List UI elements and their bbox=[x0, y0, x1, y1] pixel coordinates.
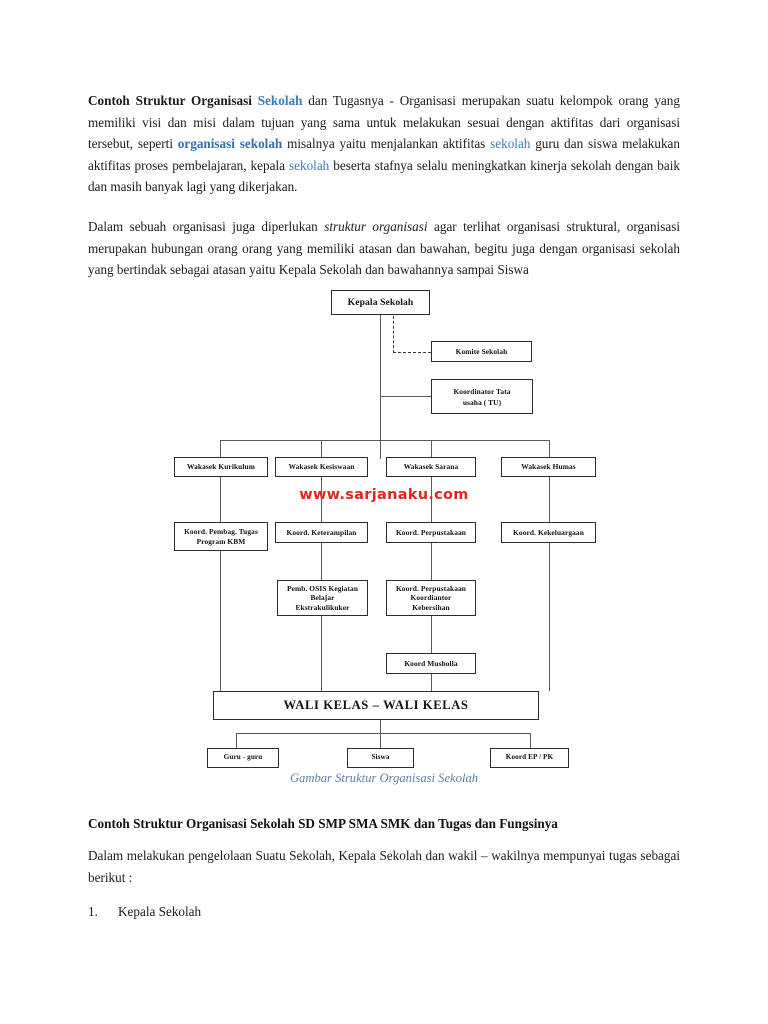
node-wakasek-kesiswaan[interactable]: Wakasek Kesiswaan bbox=[275, 457, 368, 477]
edge-spine-main bbox=[380, 315, 382, 459]
node-koord-musholla[interactable]: Koord Musholla bbox=[386, 653, 476, 674]
edge-osis-to-wali bbox=[321, 616, 323, 691]
edge-bus-to-guru bbox=[236, 733, 238, 748]
edge-perpustakaan-to-perpus2 bbox=[431, 543, 433, 580]
node-koord-keterampilan[interactable]: Koord. Keterampilan bbox=[275, 522, 368, 543]
paragraph1-seg1: Contoh Struktur Organisasi bbox=[88, 93, 258, 108]
link-sekolah-2[interactable]: sekolah bbox=[288, 157, 330, 173]
edge-humas-to-kekeluargaan bbox=[549, 477, 551, 522]
edge-bus-to-wakasek-sarana bbox=[431, 440, 433, 457]
edge-kepala-komite-horizontal bbox=[393, 352, 431, 353]
section-heading: Contoh Struktur Organisasi Sekolah SD SM… bbox=[88, 816, 558, 831]
edge-kepala-tu bbox=[380, 396, 432, 398]
list-item-label: Kepala Sekolah bbox=[118, 904, 202, 919]
paragraph1-seg7: guru dan siswa melakukan aktifitas prose… bbox=[88, 136, 680, 173]
node-koord-ep-pk[interactable]: Koord EP / PK bbox=[490, 748, 569, 768]
node-wakasek-sarana[interactable]: Wakasek Sarana bbox=[386, 457, 476, 477]
list-item: 1. Kepala Sekolah bbox=[88, 904, 688, 920]
paragraph2-emphasis: struktur organisasi bbox=[324, 219, 428, 234]
paragraph1-seg9: beserta stafnya selalu meningkatkan kine… bbox=[88, 157, 680, 195]
figure-caption: Gambar Struktur Organisasi Sekolah bbox=[289, 771, 479, 785]
paragraph-pengelolaan: Dalam melakukan pengelolaan Suatu Sekola… bbox=[88, 848, 680, 885]
edge-perpus2-to-musholla bbox=[431, 616, 433, 653]
edge-bottom-bus bbox=[236, 733, 531, 735]
edge-bus-to-koord-ep bbox=[530, 733, 532, 748]
node-wali-kelas[interactable]: WALI KELAS – WALI KELAS bbox=[213, 691, 539, 720]
paragraph1-seg5: misalnya yaitu menjalankan aktifitas bbox=[282, 136, 491, 151]
node-wakasek-kurikulum[interactable]: Wakasek Kurikulum bbox=[174, 457, 268, 477]
paragraph2-seg3: agar terlihat organisasi struktural, org… bbox=[88, 219, 681, 277]
node-guru-guru[interactable]: Guru - guru bbox=[207, 748, 279, 768]
paragraph2-seg1: Dalam sebuah organisasi juga diperlukan bbox=[88, 219, 325, 234]
node-komite-sekolah[interactable]: Komite Sekolah bbox=[431, 341, 532, 362]
list-item-number: 1. bbox=[88, 904, 98, 919]
watermark-sarjanaku: www.sarjanaku.com bbox=[299, 487, 469, 503]
paragraph1-seg3: dan Tugasnya - Organisasi merupakan suat… bbox=[88, 93, 680, 151]
edge-kekeluargaan-to-wali bbox=[549, 543, 551, 691]
node-koord-kekeluargaan[interactable]: Koord. Kekeluargaan bbox=[501, 522, 596, 543]
edge-wali-down bbox=[380, 720, 382, 733]
node-koord-perpustakaan[interactable]: Koord. Perpustakaan bbox=[386, 522, 476, 543]
edge-sarana-to-perpustakaan bbox=[431, 477, 433, 522]
edge-kepala-komite-vertical bbox=[393, 316, 394, 353]
edge-bus-to-wakasek-kesiswaan bbox=[321, 440, 323, 457]
link-sekolah-title[interactable]: Sekolah bbox=[257, 93, 303, 108]
edge-wakasek-bus bbox=[220, 440, 550, 442]
edge-kesiswaan-to-keterampilan bbox=[321, 477, 323, 522]
node-kepala-sekolah[interactable]: Kepala Sekolah bbox=[331, 290, 430, 315]
edge-bus-to-wakasek-kurikulum bbox=[220, 440, 222, 457]
paragraph-intro: Contoh Struktur Organisasi Sekolah dan T… bbox=[88, 90, 680, 198]
paragraph-struktur: Dalam sebuah organisasi juga diperlukan … bbox=[88, 216, 680, 281]
link-organisasi-sekolah[interactable]: organisasi sekolah bbox=[177, 136, 283, 151]
node-siswa[interactable]: Siswa bbox=[347, 748, 414, 768]
link-sekolah-1[interactable]: sekolah bbox=[490, 136, 531, 151]
edge-musholla-to-wali bbox=[431, 674, 433, 691]
edge-bus-to-wakasek-humas bbox=[549, 440, 551, 457]
edge-keterampilan-to-osis bbox=[321, 543, 323, 580]
edge-kbm-to-wali bbox=[220, 551, 222, 691]
edge-kurikulum-to-kbm bbox=[220, 477, 222, 522]
node-wakasek-humas[interactable]: Wakasek Humas bbox=[501, 457, 596, 477]
edge-bus-to-siswa bbox=[380, 733, 382, 748]
